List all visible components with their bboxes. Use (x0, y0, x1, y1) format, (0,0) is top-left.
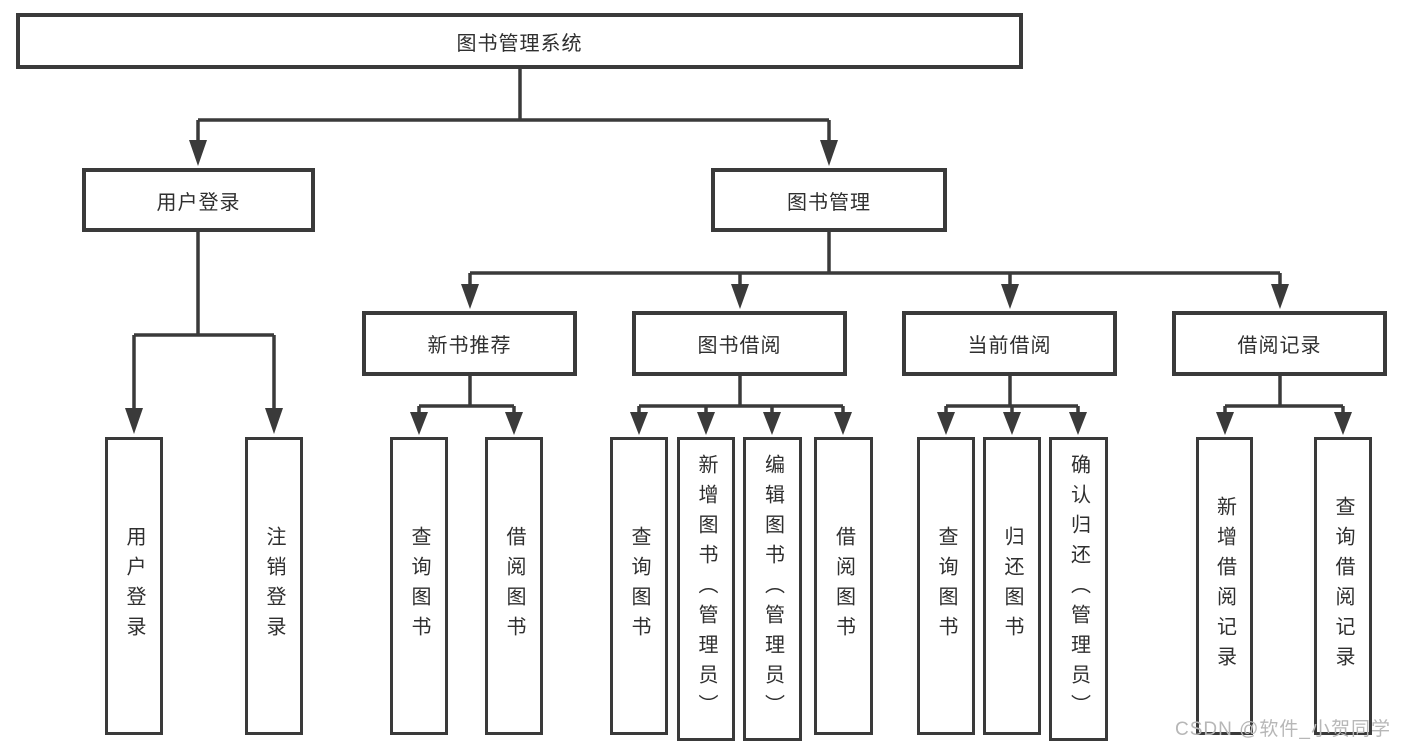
leaf-label: 查询图书 (408, 526, 430, 646)
leaf-user-login: 用户登录 (105, 437, 163, 735)
leaf-label: 编辑图书（管理员） (761, 454, 784, 724)
leaf-label: 查询借阅记录 (1332, 496, 1354, 676)
leaf-query-borrow-record: 查询借阅记录 (1314, 437, 1372, 735)
leaf-add-books-admin: 新增图书（管理员） (677, 437, 735, 741)
leaf-borrow-books: 借阅图书 (814, 437, 873, 735)
leaf-confirm-return-admin: 确认归还（管理员） (1049, 437, 1108, 741)
leaf-edit-books-admin: 编辑图书（管理员） (743, 437, 802, 741)
leaf-label: 注销登录 (263, 526, 285, 646)
leaf-label: 用户登录 (123, 526, 145, 646)
leaf-label: 新增图书（管理员） (695, 454, 717, 724)
node-root-system: 图书管理系统 (16, 13, 1023, 69)
node-new-book-recommend: 新书推荐 (362, 311, 577, 376)
leaf-logout: 注销登录 (245, 437, 303, 735)
node-current-borrow: 当前借阅 (902, 311, 1117, 376)
node-book-management: 图书管理 (711, 168, 947, 232)
leaf-label: 确认归还（管理员） (1067, 454, 1090, 724)
leaf-return-books: 归还图书 (983, 437, 1041, 735)
node-user-login: 用户登录 (82, 168, 315, 232)
leaf-label: 查询图书 (935, 526, 957, 646)
leaf-label: 借阅图书 (503, 526, 525, 646)
leaf-borrow-books-recommend: 借阅图书 (485, 437, 543, 735)
leaf-add-borrow-record: 新增借阅记录 (1196, 437, 1253, 735)
leaf-label: 借阅图书 (832, 526, 855, 646)
leaf-label: 查询图书 (628, 526, 650, 646)
leaf-query-books-recommend: 查询图书 (390, 437, 448, 735)
leaf-label: 新增借阅记录 (1213, 496, 1236, 676)
node-book-borrow: 图书借阅 (632, 311, 847, 376)
node-borrow-records: 借阅记录 (1172, 311, 1387, 376)
csdn-watermark: CSDN @软件_小贺同学 (1175, 719, 1391, 740)
leaf-label: 归还图书 (1001, 526, 1023, 646)
leaf-query-books-borrow: 查询图书 (610, 437, 668, 735)
leaf-query-books-current: 查询图书 (917, 437, 975, 735)
